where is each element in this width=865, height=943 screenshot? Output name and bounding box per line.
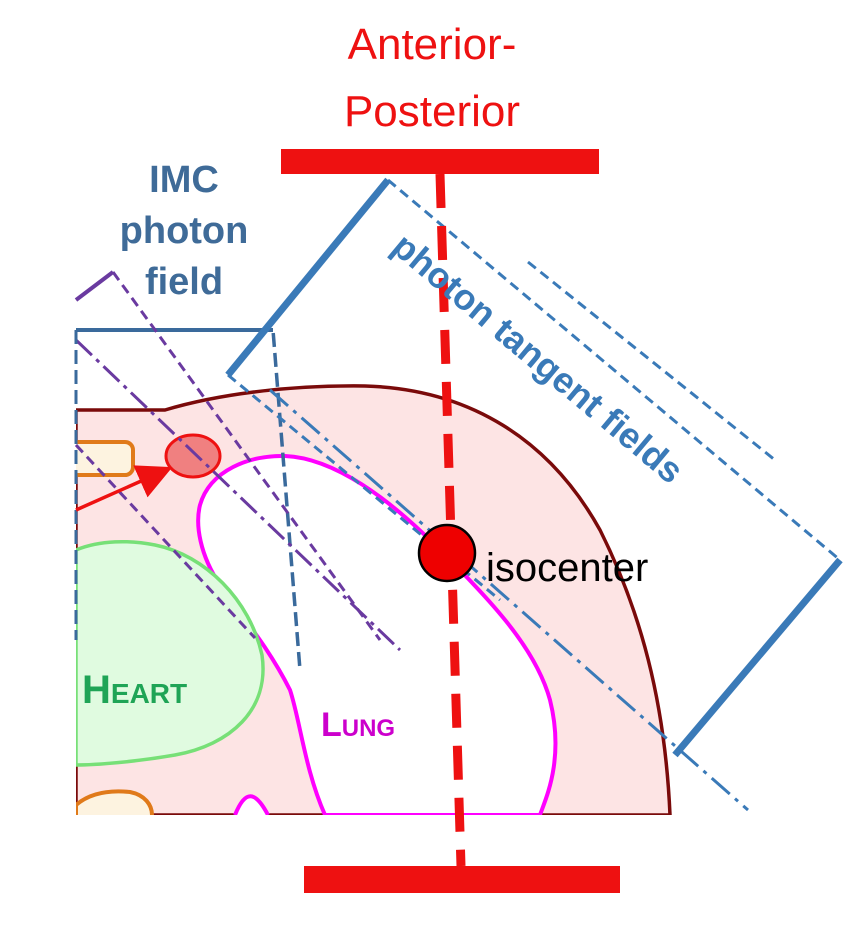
anatomy-group xyxy=(76,384,672,815)
imc-node-arrow xyxy=(75,465,173,512)
ap-bar-bottom xyxy=(304,866,620,893)
imc-label-line1: IMC xyxy=(149,159,219,201)
lymph-node-box-lower xyxy=(76,789,154,815)
lung-lower-edge xyxy=(233,794,270,815)
ap-dashed-line xyxy=(435,173,466,867)
lymph-node-box-upper xyxy=(76,440,135,477)
imc-label-line3: field xyxy=(145,261,223,303)
isocenter-dot xyxy=(417,523,477,583)
imc-label-line2: photon xyxy=(120,210,249,252)
imc-photon-field xyxy=(74,270,402,671)
ap-axis xyxy=(281,149,620,893)
lung-label: Lung xyxy=(321,706,395,744)
anterior-label: Anterior- xyxy=(348,20,517,69)
isocenter-label: isocenter xyxy=(486,546,648,590)
heart-label: Heart xyxy=(82,668,187,712)
ap-bar-top xyxy=(281,149,599,174)
heart-outline xyxy=(76,539,265,767)
imc-node xyxy=(164,433,222,479)
posterior-label: Posterior xyxy=(344,87,520,136)
